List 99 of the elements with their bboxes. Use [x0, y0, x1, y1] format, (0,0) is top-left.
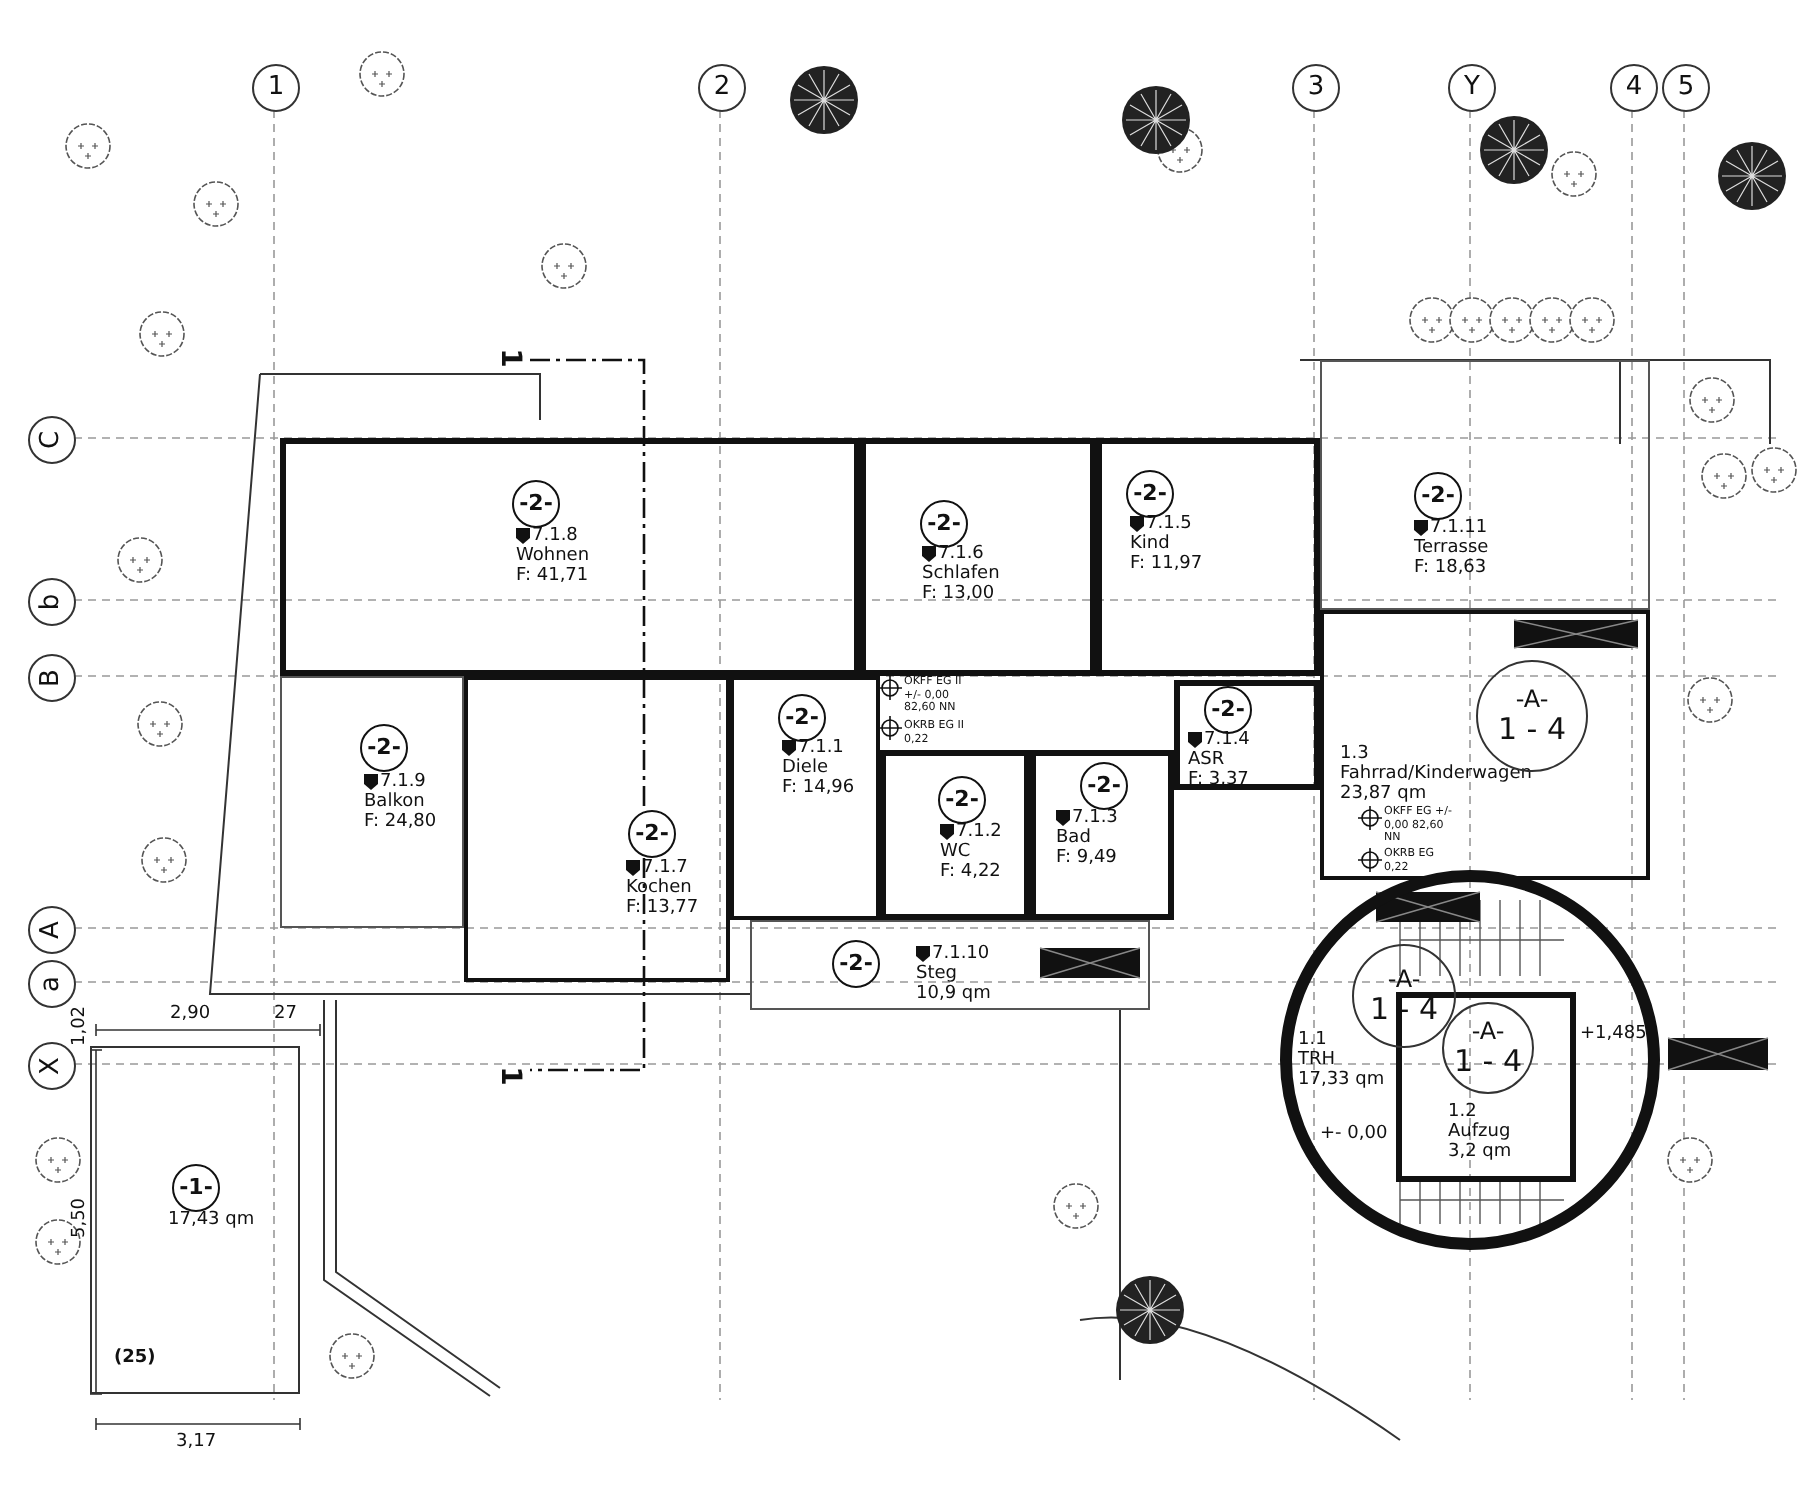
section-marker: [1442, 1002, 1534, 1094]
room-name: Diele: [782, 758, 829, 778]
room-tag: -2-: [1414, 472, 1462, 520]
room-outline: [464, 676, 730, 982]
room-tag: -2-: [628, 810, 676, 858]
room-area: 17,33 qm: [1298, 1070, 1385, 1090]
room-area: F: 14,96: [782, 778, 855, 798]
section-label: 1: [493, 1066, 526, 1086]
room-area: F: 41,71: [516, 566, 589, 586]
dimension-text: 3,17: [176, 1432, 217, 1452]
room-tag: -1-: [172, 1164, 220, 1212]
room-tag: -2-: [1080, 762, 1128, 810]
room-name: Schlafen: [922, 564, 1000, 584]
grid-axis-label: 2: [698, 64, 746, 112]
room-area: F: 13,77: [626, 898, 699, 918]
room-number: 7.1.11: [1430, 518, 1488, 538]
room-tag: -2-: [512, 480, 560, 528]
room-name: Balkon: [364, 792, 425, 812]
room-area: F: 3,37: [1188, 770, 1249, 790]
room-outline: [1096, 438, 1320, 676]
section-range: 1 - 4: [1495, 713, 1569, 745]
elevation-text: +- 0,00: [1320, 1124, 1388, 1144]
stairwell-outline: [1280, 870, 1660, 1250]
room-number: 7.1.3: [1072, 808, 1118, 828]
room-outline: [1320, 610, 1650, 880]
parking-number: (25): [114, 1348, 156, 1368]
grid-axis-label: C: [28, 416, 76, 464]
room-number: 1.1: [1298, 1030, 1327, 1050]
room-area: 23,87 qm: [1340, 784, 1427, 804]
grid-axis-label: 4: [1610, 64, 1658, 112]
dimension-text: 5,50: [70, 1197, 91, 1239]
room-number: 7.1.5: [1146, 514, 1192, 534]
room-tag: -2-: [1126, 470, 1174, 518]
section-marker: [1352, 944, 1456, 1048]
section-letter: -A-: [1513, 687, 1551, 713]
room-number: 7.1.4: [1204, 730, 1250, 750]
room-outline: [750, 920, 1150, 1010]
room-outline: [860, 438, 1096, 676]
grid-axis-label: A: [28, 906, 76, 954]
grid-axis-label: Y: [1448, 64, 1496, 112]
grid-axis-label: 3: [1292, 64, 1340, 112]
room-area: 10,9 qm: [916, 984, 991, 1004]
room-number: 1.3: [1340, 744, 1369, 764]
room-number: 7.1.9: [380, 772, 426, 792]
room-outline: [730, 676, 880, 920]
room-name: WC: [940, 842, 971, 862]
room-outline: [1320, 360, 1650, 610]
room-area: F: 24,80: [364, 812, 437, 832]
elevator-shaft: [1396, 992, 1576, 1182]
room-outline: [1030, 750, 1174, 920]
room-number: 7.1.7: [642, 858, 688, 878]
room-tag: -2-: [938, 776, 986, 824]
room-tag: -2-: [920, 500, 968, 548]
room-tag: -2-: [1204, 686, 1252, 734]
room-number: 7.1.8: [532, 526, 578, 546]
room-name: Fahrrad/Kinderwagen: [1340, 764, 1532, 784]
room-tag: -2-: [778, 694, 826, 742]
room-name: Aufzug: [1448, 1122, 1511, 1142]
room-number: 1.2: [1448, 1102, 1477, 1122]
room-name: Bad: [1056, 828, 1091, 848]
room-area: F: 9,49: [1056, 848, 1117, 868]
room-outline: [280, 676, 464, 928]
room-tag: -2-: [360, 724, 408, 772]
section-letter: -A-: [1385, 967, 1423, 993]
grid-axis-label: B: [28, 654, 76, 702]
room-number: 7.1.10: [932, 944, 990, 964]
grid-axis-label: b: [28, 578, 76, 626]
room-name: Wohnen: [516, 546, 590, 566]
room-outline: [280, 438, 860, 676]
room-number: 17,43 qm: [168, 1210, 255, 1230]
grid-axis-label: X: [28, 1042, 76, 1090]
section-range: 1 - 4: [1451, 1045, 1525, 1077]
room-area: F: 4,22: [940, 862, 1001, 882]
room-name: Terrasse: [1414, 538, 1489, 558]
grid-axis-label: a: [28, 960, 76, 1008]
room-outline: [880, 750, 1030, 920]
dimension-text: 27: [274, 1004, 297, 1024]
room-tag: -2-: [832, 940, 880, 988]
room-name: Steg: [916, 964, 957, 984]
room-area: F: 13,00: [922, 584, 995, 604]
dimension-text: 2,90: [170, 1004, 211, 1024]
section-letter: -A-: [1469, 1019, 1507, 1045]
room-area: 3,2 qm: [1448, 1142, 1512, 1162]
grid-axis-label: 5: [1662, 64, 1710, 112]
parking-space: [90, 1046, 300, 1394]
room-name: ASR: [1188, 750, 1225, 770]
room-number: 7.1.1: [798, 738, 844, 758]
room-area: F: 18,63: [1414, 558, 1487, 578]
room-number: 7.1.2: [956, 822, 1002, 842]
dimension-text: 1,02: [70, 1005, 91, 1047]
room-name: TRH: [1298, 1050, 1336, 1070]
room-outline: [1174, 680, 1320, 790]
room-name: Kochen: [626, 878, 692, 898]
room-name: Kind: [1130, 534, 1170, 554]
grid-axis-label: 1: [252, 64, 300, 112]
room-area: F: 11,97: [1130, 554, 1203, 574]
section-label: 1: [493, 348, 526, 368]
elevation-text: +1,485: [1580, 1024, 1647, 1044]
room-number: 7.1.6: [938, 544, 984, 564]
